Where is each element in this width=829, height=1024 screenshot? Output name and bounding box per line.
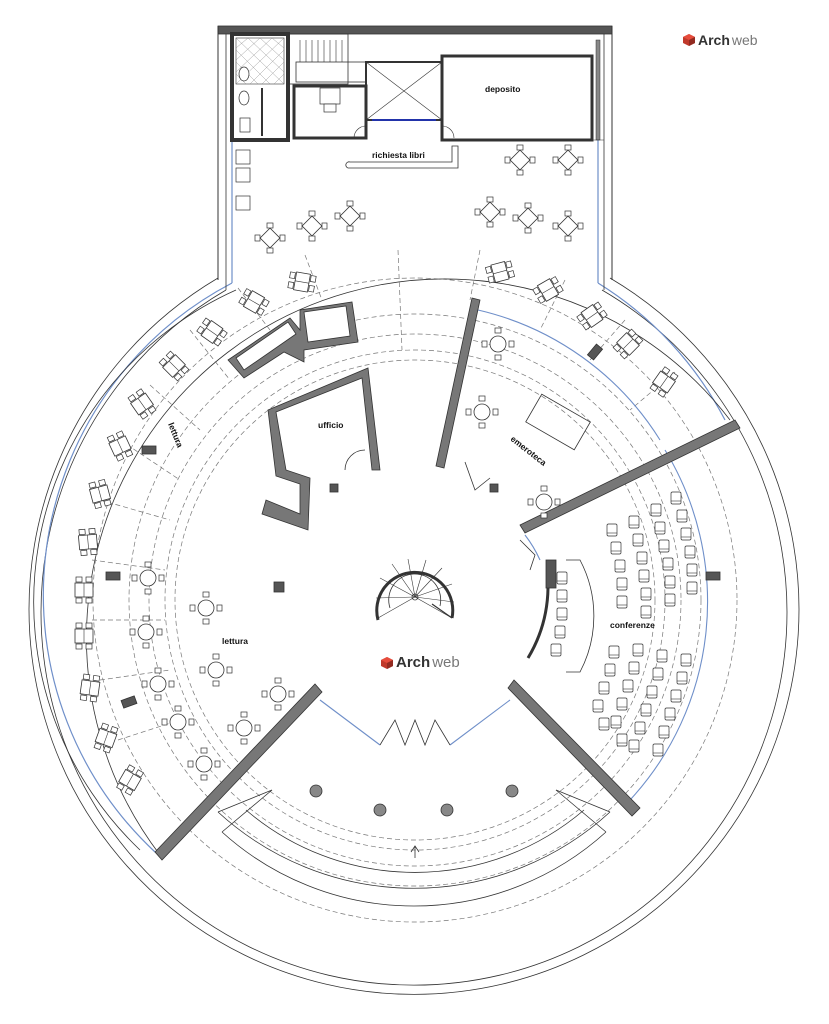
entrance-canopy — [217, 789, 611, 907]
round-tables — [129, 327, 561, 781]
archweb-cube-icon — [381, 656, 393, 669]
inner-glass — [319, 309, 709, 801]
deposito-label: deposito — [485, 84, 520, 94]
wall-accents — [105, 305, 721, 709]
spiral-staircase — [375, 558, 455, 621]
north-tables — [254, 144, 584, 254]
emeroteca-label: emeroteca — [509, 434, 549, 468]
entrance-doors — [344, 449, 536, 747]
lettura-inner-label: lettura — [222, 636, 248, 646]
emeroteca-desks — [484, 259, 680, 399]
conferenze-label: conferenze — [610, 620, 655, 630]
middle-rings — [33, 278, 731, 856]
logo-text-arch: Arch — [698, 32, 730, 48]
entrance-columns — [309, 784, 519, 817]
archweb-cube-icon — [683, 34, 695, 46]
conferenze-wall — [526, 559, 595, 673]
logo-text-web: web — [731, 32, 758, 48]
logo-text-web: web — [432, 654, 460, 671]
lettura-outer-label: lettura — [166, 421, 185, 449]
logo-text-arch: Arch — [396, 654, 431, 671]
ufficio-label: ufficio — [318, 420, 344, 430]
richiesta-libri-label: richiesta libri — [372, 150, 425, 160]
north-block: deposito richiesta libri — [217, 25, 613, 290]
emeroteca-display — [525, 393, 591, 451]
heavy-walls — [154, 297, 741, 861]
